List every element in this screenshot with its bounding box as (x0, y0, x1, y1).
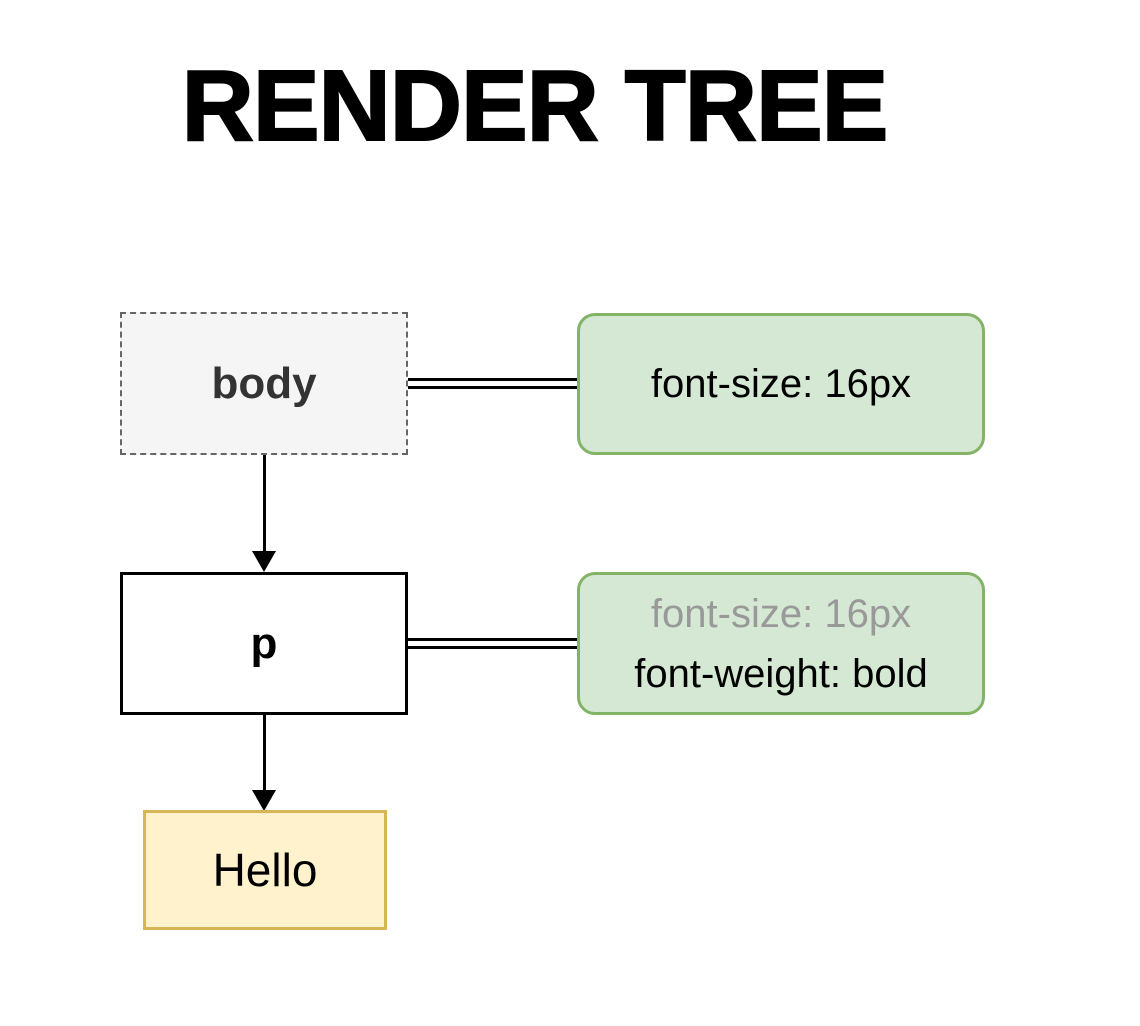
arrowhead-icon (252, 790, 276, 811)
page-title: RENDER TREE (181, 50, 890, 162)
edge-body-to-p-line (263, 455, 266, 552)
style-rule-font-size-inherited: font-size: 16px (650, 591, 912, 636)
edge-p-to-style-double-line (408, 638, 577, 649)
edge-body-to-style-double-line (408, 378, 577, 389)
style-annotation-p: font-size: 16px font-weight: bold (577, 572, 985, 715)
node-p-label: p (250, 618, 278, 668)
node-body-label: body (211, 358, 317, 408)
arrowhead-icon (252, 551, 276, 572)
edge-p-to-hello-line (263, 715, 266, 791)
style-rule-font-size: font-size: 16px (650, 362, 912, 406)
style-annotation-body: font-size: 16px (577, 313, 985, 455)
node-hello-label: Hello (212, 844, 318, 896)
node-p: p (120, 572, 408, 715)
style-rule-font-weight: font-weight: bold (634, 651, 928, 696)
node-text-hello: Hello (143, 810, 387, 930)
node-body: body (120, 312, 408, 455)
